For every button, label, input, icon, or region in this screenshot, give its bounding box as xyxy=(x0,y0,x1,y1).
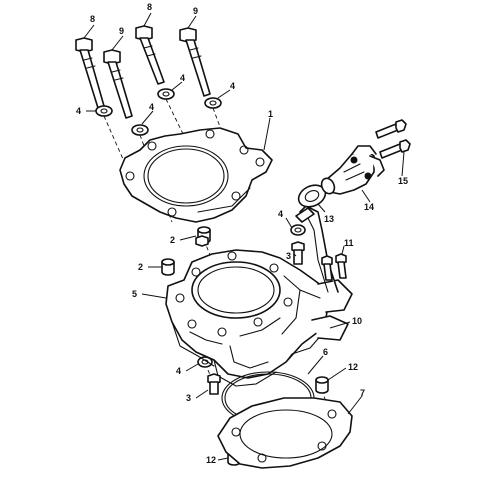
washer-4 xyxy=(204,97,222,109)
callout-4b: 4 xyxy=(149,102,154,112)
washer-5 xyxy=(290,224,306,236)
callout-11: 11 xyxy=(344,238,354,248)
callout-8a: 8 xyxy=(90,14,95,24)
dowel-pin-lower xyxy=(161,258,175,276)
cylinder-head-gasket xyxy=(119,127,273,223)
callout-3b: 3 xyxy=(186,393,191,403)
bolt-11-b xyxy=(335,253,347,279)
cylinder-base-gasket xyxy=(217,397,353,469)
tensioner-bolt-lower xyxy=(379,139,411,159)
bolt-3-lower xyxy=(207,373,221,395)
callout-4a: 4 xyxy=(76,106,81,116)
callout-10: 10 xyxy=(352,316,362,326)
callout-6: 6 xyxy=(323,347,328,357)
callout-4d: 4 xyxy=(230,81,235,91)
callout-13: 13 xyxy=(324,214,334,224)
callout-4e: 4 xyxy=(278,209,283,219)
callout-9b: 9 xyxy=(193,6,198,16)
washer-2 xyxy=(131,124,149,136)
bolt-12-right xyxy=(315,376,329,394)
callout-2b: 2 xyxy=(138,262,143,272)
callout-9a: 9 xyxy=(119,26,124,36)
washer-3 xyxy=(157,88,175,100)
leader-lines xyxy=(83,12,405,461)
bolt-3-mid xyxy=(195,235,209,247)
stud-bolt-right xyxy=(179,27,211,97)
washers xyxy=(95,88,306,368)
callout-12a: 12 xyxy=(348,362,358,372)
stud-bolt-third xyxy=(135,25,165,85)
cylinder-block xyxy=(165,249,353,387)
callout-4f: 4 xyxy=(176,366,181,376)
callout-4c: 4 xyxy=(180,73,185,83)
tensioner-bolt-upper xyxy=(375,119,407,139)
callout-5: 5 xyxy=(132,289,137,299)
tensioner-bolts xyxy=(375,119,411,159)
callout-3a: 3 xyxy=(286,251,291,261)
stud-bolt-second xyxy=(103,49,133,119)
callout-12b: 12 xyxy=(206,455,216,465)
cylinder-stud-bolts xyxy=(75,25,211,119)
stud-bolt-left xyxy=(75,37,105,109)
bolt-3-upper xyxy=(291,241,305,265)
bolt-11-a xyxy=(321,255,333,281)
callout-15: 15 xyxy=(398,176,408,186)
callout-14: 14 xyxy=(364,202,374,212)
cam-chain-tensioner xyxy=(320,145,385,195)
callout-numbers: 8 9 8 9 4 4 4 4 1 2 2 5 4 3 11 10 4 3 6 … xyxy=(76,2,408,465)
callout-7: 7 xyxy=(360,388,365,398)
callout-8b: 8 xyxy=(147,2,152,12)
washer-1 xyxy=(95,105,113,117)
tensioner-gasket xyxy=(297,184,327,208)
callout-2a: 2 xyxy=(170,235,175,245)
callout-1: 1 xyxy=(268,109,273,119)
